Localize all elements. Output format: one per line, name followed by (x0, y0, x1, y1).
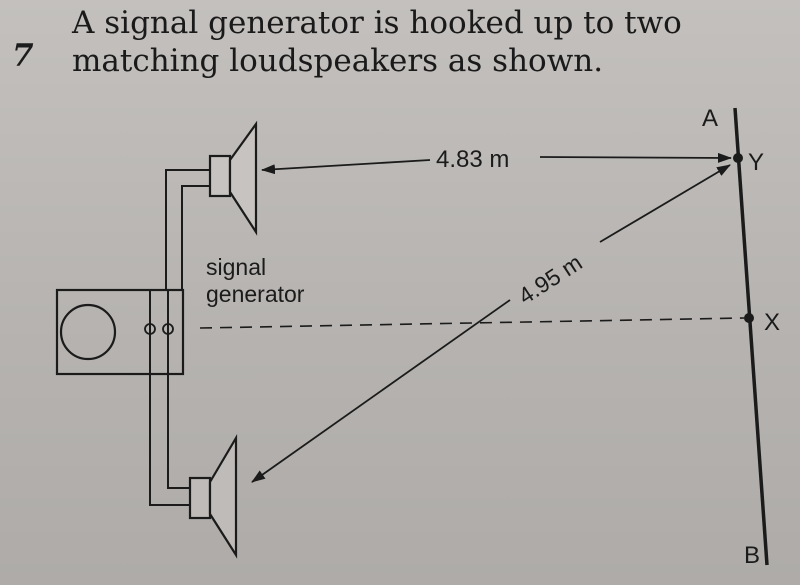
signal-generator (55, 288, 185, 376)
arrow-upper-right (539, 152, 732, 163)
distance-upper-label: 4.83 m (436, 146, 509, 173)
question-line-1: A signal generator is hooked up to two (72, 5, 682, 41)
connecting-wires (149, 169, 210, 506)
point-a-label: A (702, 105, 718, 132)
point-y-dot (733, 153, 743, 163)
arrow-diagonal-down (251, 299, 511, 483)
terminal-icon (162, 323, 174, 335)
point-y-label: Y (748, 149, 764, 176)
question-text: A signal generator is hooked up to two m… (72, 4, 772, 80)
generator-label-line1: signal (206, 254, 266, 280)
distance-diagonal-label: 4.95 m (514, 249, 587, 309)
centre-dashed-line (199, 317, 745, 329)
terminal-icon (144, 323, 156, 335)
point-b-label: B (744, 542, 760, 569)
point-x-dot (744, 313, 754, 323)
upper-loudspeaker-icon (208, 120, 258, 236)
question-line-2: matching loudspeakers as shown. (72, 43, 604, 79)
point-x-label: X (764, 309, 780, 336)
generator-dial-icon (59, 303, 117, 361)
line-ab (733, 107, 769, 566)
question-number: 7 (12, 38, 34, 74)
lower-loudspeaker-icon (188, 433, 238, 559)
generator-label-line2: generator (206, 281, 305, 307)
arrow-upper-left (261, 159, 431, 175)
arrow-diagonal-up (599, 164, 731, 243)
